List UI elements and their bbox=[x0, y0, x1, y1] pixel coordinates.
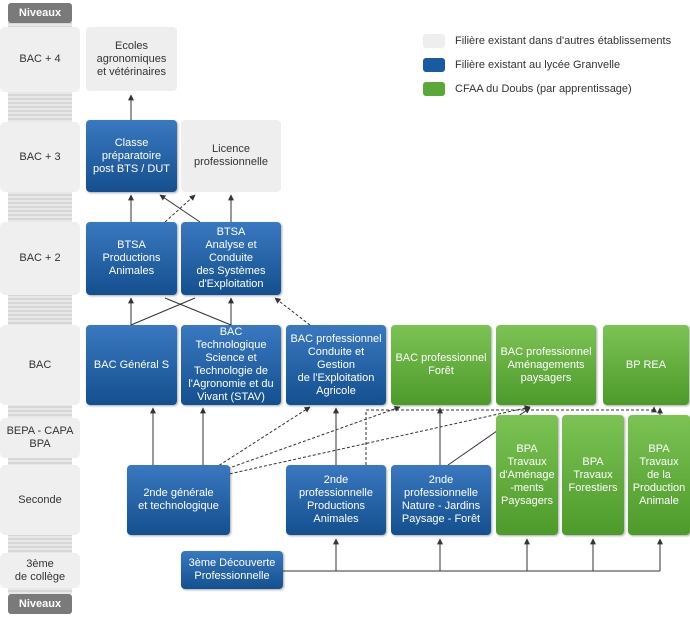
node-seconde-pro-productions-animales: 2nde professionnelle Productions Animale… bbox=[286, 465, 386, 535]
node-btsa-acse: BTSA Analyse et Conduite des Systèmes d'… bbox=[181, 222, 281, 295]
node-ecoles-agronomiques: Ecoles agronomiques et vétérinaires bbox=[86, 27, 177, 91]
legend-green: CFAA du Doubs (par apprentissage) bbox=[423, 81, 632, 97]
legend-swatch-green bbox=[423, 82, 445, 96]
levels-footer: Niveaux bbox=[8, 594, 72, 614]
node-bac-pro-amenagements: BAC professionnel Aménagements paysagers bbox=[496, 325, 596, 405]
legend-swatch-grey bbox=[423, 34, 445, 48]
level-seconde: Seconde bbox=[0, 465, 80, 535]
legend-label-green: CFAA du Doubs (par apprentissage) bbox=[455, 83, 632, 95]
node-bpa-amenagements: BPA Travaux d'Aménage -ments Paysagers bbox=[496, 415, 558, 535]
legend-label-grey: Filière existant dans d'autres établisse… bbox=[455, 35, 672, 47]
node-troisieme-decouverte: 3ème Découverte Professionnelle bbox=[181, 551, 283, 589]
levels-header: Niveaux bbox=[8, 3, 72, 23]
node-btsa-productions-animales: BTSA Productions Animales bbox=[86, 222, 177, 295]
node-licence-professionnelle: Licence professionnelle bbox=[181, 120, 281, 192]
level-troisieme: 3ème de collège bbox=[0, 553, 80, 588]
node-bac-pro-foret: BAC professionnel Forêt bbox=[391, 325, 491, 405]
node-bpa-production-animale: BPA Travaux de la Production Animale bbox=[628, 415, 690, 535]
legend-blue: Filière existant au lycée Granvelle bbox=[423, 57, 620, 73]
node-bac-stav: BAC Technologique Science et Technologie… bbox=[181, 325, 281, 405]
node-bp-rea: BP REA bbox=[603, 325, 689, 405]
level-bac: BAC bbox=[0, 325, 80, 405]
level-bac-plus-2: BAC + 2 bbox=[0, 222, 80, 295]
legend-grey: Filière existant dans d'autres établisse… bbox=[423, 33, 671, 49]
legend-label-blue: Filière existant au lycée Granvelle bbox=[455, 59, 621, 71]
node-bpa-forestiers: BPA Travaux Forestiers bbox=[562, 415, 624, 535]
node-bac-general-s: BAC Général S bbox=[86, 325, 177, 405]
level-bepa-capa-bpa: BEPA - CAPA BPA bbox=[0, 418, 80, 458]
node-seconde-pro-nature-jardins: 2nde professionnelle Nature - Jardins Pa… bbox=[391, 465, 491, 535]
node-classe-preparatoire: Classe préparatoire post BTS / DUT bbox=[86, 120, 177, 192]
legend-swatch-blue bbox=[423, 58, 445, 72]
node-bac-pro-cgea: BAC professionnel Conduite et Gestion de… bbox=[286, 325, 386, 405]
level-bac-plus-4: BAC + 4 bbox=[0, 27, 80, 92]
level-bac-plus-3: BAC + 3 bbox=[0, 122, 80, 192]
node-seconde-generale: 2nde générale et technologique bbox=[127, 465, 230, 535]
